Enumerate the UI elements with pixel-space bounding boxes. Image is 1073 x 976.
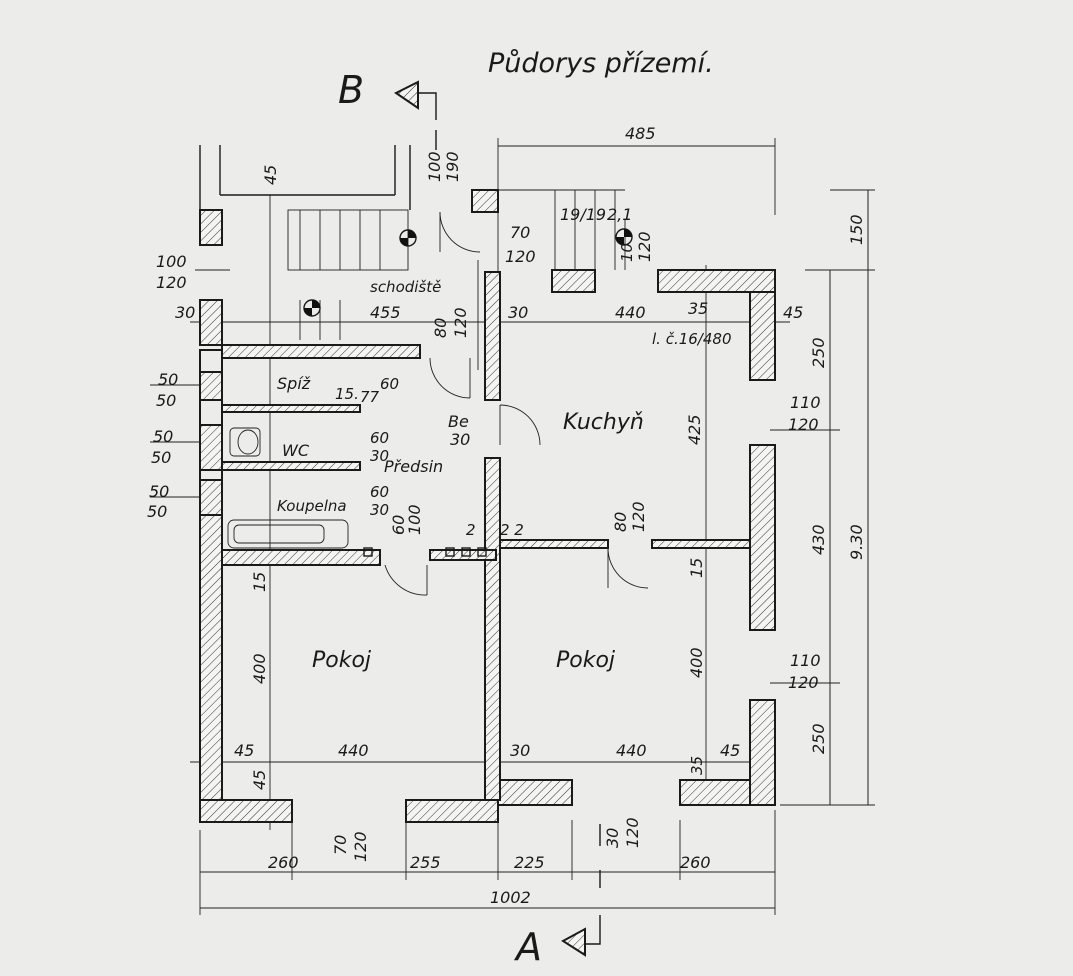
dim-k80: 80: [611, 512, 630, 532]
room-label-be: Be: [448, 412, 469, 431]
dim-ratio-b: 2,1: [607, 205, 632, 224]
dim-top-485: 485: [625, 124, 656, 143]
section-marker-a: A: [513, 824, 601, 969]
dim-wc50b: 50: [151, 448, 171, 467]
dim-w120: 120: [788, 415, 819, 434]
dim-sp60: 60: [380, 375, 399, 393]
fixtures: [227, 427, 487, 557]
dim-p15l: 15: [250, 572, 269, 592]
dim-p15r: 15: [687, 558, 706, 578]
dim-w110b: 110: [790, 651, 821, 670]
dim-n2a: 2: [466, 521, 476, 539]
dim-b30: 30: [510, 741, 530, 760]
dim-r120: 120: [635, 231, 654, 262]
dim-wc30: 30: [370, 447, 389, 465]
level-markers: [303, 228, 633, 317]
dim-n2b: 2 2: [500, 521, 524, 539]
dim-total: 1002: [490, 888, 531, 907]
dim-30: 30: [508, 303, 528, 322]
dim-sp50a: 50: [158, 370, 178, 389]
plan-title: Půdorys přízemí.: [488, 48, 714, 79]
dim-w120d: 120: [623, 817, 642, 848]
dim-right-930: 9.30: [847, 524, 866, 560]
dim-bot255: 255: [410, 853, 441, 872]
section-marker-b: B: [338, 68, 437, 150]
dim-p400r: 400: [687, 647, 706, 678]
dim-w70: 70: [331, 835, 350, 855]
room-label-bathroom: Koupelna: [277, 497, 347, 515]
dim-440: 440: [615, 303, 646, 322]
dim-sp77: 77: [360, 388, 380, 406]
dim-bot225: 225: [514, 853, 545, 872]
stair-spec: l. č.16/480: [652, 330, 732, 348]
dim-right-250b: 250: [809, 723, 828, 754]
dimension-lines: [150, 138, 875, 915]
dim-ratio: 19/19: [560, 205, 606, 224]
dim-80: 80: [431, 318, 450, 338]
dim-b45r: 45: [720, 741, 740, 760]
dimension-texts: 485 100 120 30 45 100 190 70 120 19/19 2…: [147, 124, 866, 907]
dim-k425: 425: [685, 414, 704, 445]
dim-455: 455: [370, 303, 401, 322]
dim-left-100: 100: [156, 252, 187, 271]
room-label-pantry: Spíž: [277, 374, 311, 393]
dim-door-120: 120: [505, 247, 536, 266]
dim-w30: 30: [603, 828, 622, 848]
dim-door-70: 70: [510, 223, 530, 242]
dim-120b: 120: [451, 307, 470, 338]
dim-bot260: 260: [268, 853, 299, 872]
dim-right-150: 150: [847, 214, 866, 245]
dim-sp50b: 50: [156, 391, 176, 410]
dim-door60: 60: [389, 515, 408, 535]
dim-door100: 100: [405, 504, 424, 535]
dim-wc50a: 50: [153, 427, 173, 446]
doors: [384, 211, 649, 596]
room-label-left: Pokoj: [312, 648, 372, 673]
dim-b440r: 440: [616, 741, 647, 760]
room-label-kitchen: Kuchyň: [563, 410, 644, 435]
dim-sp15: 15.: [335, 385, 359, 403]
dim-b440: 440: [338, 741, 369, 760]
room-label-stairs: schodiště: [370, 278, 441, 296]
dim-b45: 45: [234, 741, 254, 760]
dim-be30: 30: [450, 430, 470, 449]
dim-v35: 35: [688, 756, 706, 775]
staircase: [199, 145, 625, 340]
dim-ko50b: 50: [147, 502, 167, 521]
dim-ko60: 60: [370, 483, 389, 501]
room-label-wc: WC: [282, 441, 310, 460]
dim-right-250: 250: [809, 337, 828, 368]
section-label-a: A: [513, 925, 542, 969]
dim-p400l: 400: [250, 653, 269, 684]
dim-k120: 120: [629, 501, 648, 532]
dim-left-120: 120: [156, 273, 187, 292]
dim-left-30: 30: [175, 303, 195, 322]
dim-top-100: 100: [425, 151, 444, 182]
dim-w120b: 120: [788, 673, 819, 692]
dim-wc60: 60: [370, 429, 389, 447]
walls: [199, 189, 776, 823]
dim-ko30: 30: [370, 501, 389, 519]
dim-v45: 45: [250, 770, 269, 790]
dim-45r: 45: [783, 303, 803, 322]
dim-bot260r: 260: [680, 853, 711, 872]
dim-ko50a: 50: [149, 482, 169, 501]
room-label-hall: Předsin: [384, 457, 443, 476]
section-label-b: B: [338, 68, 364, 112]
dim-right-430: 430: [809, 524, 828, 555]
dim-top-45: 45: [261, 165, 280, 185]
dim-w110: 110: [790, 393, 821, 412]
room-label-right: Pokoj: [556, 648, 616, 673]
dim-top-190: 190: [443, 151, 462, 182]
dim-35: 35: [688, 299, 708, 318]
dim-r10: 10: [618, 243, 636, 262]
dim-w120c: 120: [351, 831, 370, 862]
